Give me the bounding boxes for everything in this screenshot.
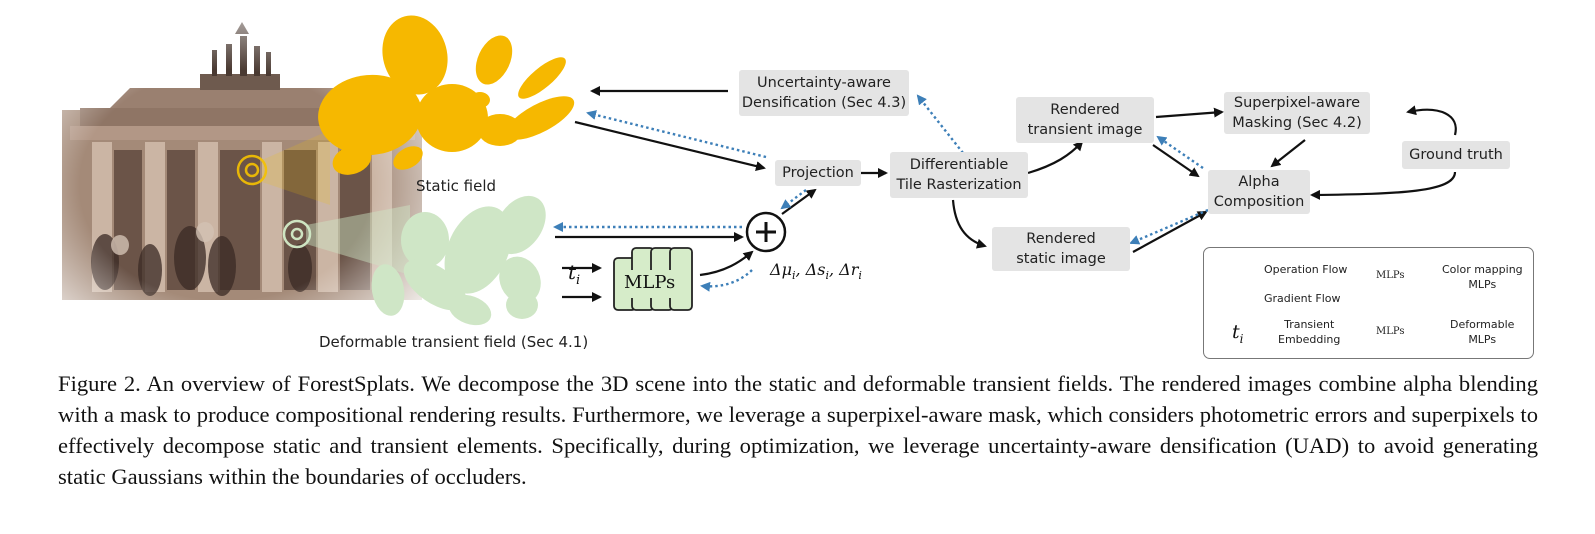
deformable-mlps-block: [613, 247, 693, 311]
static-field-blobs: [318, 15, 575, 175]
transient-field-blobs: [371, 195, 546, 326]
transient-embedding-symbol: ti: [568, 260, 581, 288]
superpixel-line-2: Masking (Sec 4.2): [1232, 115, 1362, 131]
ground-truth-label: Ground truth: [1409, 147, 1503, 163]
rendered-transient-box: Rendered transient image: [1016, 97, 1154, 143]
alpha-line-1: Alpha: [1238, 174, 1280, 190]
legend-color-mapping: Color mapping MLPs: [1442, 262, 1523, 292]
transient-field-label: Deformable transient field (Sec 4.1): [319, 333, 589, 351]
rendered-static-line-2: static image: [1016, 251, 1106, 267]
rendered-static-box: Rendered static image: [992, 227, 1130, 271]
mlp-label: MLPs: [624, 272, 676, 293]
legend-deformable: Deformable MLPs: [1450, 317, 1514, 347]
sum-node: [745, 211, 787, 253]
legend-deformable-line-1: Deformable: [1450, 318, 1515, 331]
legend-color-line-1: Color mapping: [1442, 263, 1523, 276]
ground-truth-box: Ground truth: [1402, 141, 1510, 169]
operation-arrows: [555, 86, 1457, 302]
legend-deformable-mlp-icon-text: MLPs: [1376, 326, 1405, 337]
alpha-line-2: Composition: [1213, 194, 1305, 210]
projection-label: Projection: [782, 165, 854, 181]
legend-operation-flow: Operation Flow: [1264, 263, 1348, 276]
legend-transient-embedding: Transient Embedding: [1278, 317, 1340, 347]
figure-caption: Figure 2. An overview of ForestSplats. W…: [58, 371, 1538, 489]
rendered-transient-line-2: transient image: [1027, 122, 1143, 138]
legend-deformable-line-2: MLPs: [1468, 333, 1497, 346]
overview-diagram: Static field Deformable transient field …: [55, 15, 1534, 359]
alpha-composition-box: Alpha Composition: [1208, 170, 1310, 214]
legend: Operation Flow Gradient Flow ti Transien…: [1203, 247, 1534, 359]
rasterization-line-2: Tile Rasterization: [896, 177, 1022, 193]
legend-gradient-flow: Gradient Flow: [1264, 292, 1341, 305]
rendered-transient-line-1: Rendered: [1050, 102, 1120, 118]
projection-box: Projection: [775, 160, 861, 186]
rasterization-line-1: Differentiable: [909, 157, 1009, 173]
legend-transient-line-1: Transient: [1284, 318, 1335, 331]
rasterization-box: Differentiable Tile Rasterization: [890, 152, 1028, 198]
superpixel-masking-box: Superpixel-aware Masking (Sec 4.2): [1224, 92, 1370, 134]
uad-line-2: Densification (Sec 4.3): [741, 95, 907, 111]
legend-transient-line-2: Embedding: [1278, 333, 1341, 346]
superpixel-line-1: Superpixel-aware: [1233, 95, 1361, 111]
legend-color-line-2: MLPs: [1468, 278, 1497, 291]
uad-box: Uncertainty-aware Densification (Sec 4.3…: [739, 70, 909, 116]
legend-ti-symbol: ti: [1232, 321, 1244, 346]
rendered-static-line-1: Rendered: [1026, 231, 1096, 247]
delta-params: Δμi, Δsi, Δri: [770, 260, 862, 283]
uad-line-1: Uncertainty-aware: [757, 75, 891, 91]
gradient-arrows: [553, 94, 1209, 292]
legend-color-mlp-icon-text: MLPs: [1376, 270, 1405, 281]
static-field-label: Static field: [416, 177, 497, 195]
